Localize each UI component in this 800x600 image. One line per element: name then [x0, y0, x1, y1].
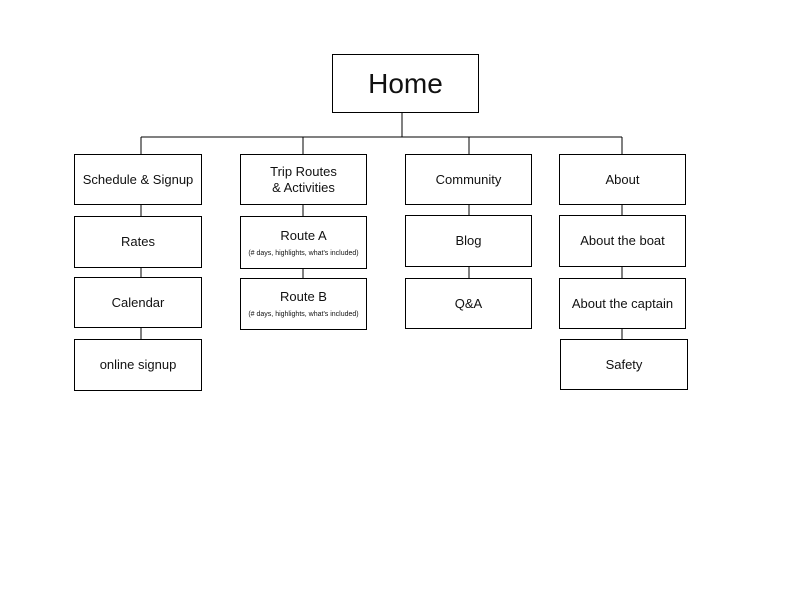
safety-node: Safety — [560, 339, 688, 390]
safety-label: Safety — [605, 356, 643, 372]
rates-label: Rates — [121, 234, 155, 249]
route-a-node: Route A (# days, highlights, what's incl… — [240, 216, 367, 269]
schedule-signup-label: Schedule & Signup — [82, 171, 194, 187]
route-a-label: Route A — [280, 227, 327, 243]
route-b-note: (# days, highlights, what's included) — [248, 311, 359, 318]
home-node: Home — [332, 54, 479, 113]
about-label: About — [605, 171, 640, 187]
qa-node: Q&A — [405, 278, 532, 329]
trip-routes-label: Trip Routes & Activities — [270, 163, 337, 195]
about-boat-node: About the boat — [559, 215, 686, 267]
blog-label: Blog — [455, 233, 482, 248]
qa-label: Q&A — [454, 295, 483, 311]
route-b-label: Route B — [280, 289, 327, 304]
community-node: Community — [405, 154, 532, 205]
home-label: Home — [368, 67, 443, 99]
schedule-signup-node: Schedule & Signup — [74, 154, 202, 205]
calendar-node: Calendar — [74, 277, 202, 328]
about-captain-label: About the captain — [571, 295, 674, 311]
route-b-node: Route B (# days, highlights, what's incl… — [240, 278, 367, 330]
calendar-label: Calendar — [111, 294, 165, 310]
trip-routes-node: Trip Routes & Activities — [240, 154, 367, 205]
online-signup-node: online signup — [74, 339, 202, 391]
about-node: About — [559, 154, 686, 205]
rates-node: Rates — [74, 216, 202, 268]
about-captain-node: About the captain — [559, 278, 686, 329]
online-signup-label: online signup — [99, 357, 177, 372]
about-boat-label: About the boat — [580, 233, 665, 248]
blog-node: Blog — [405, 215, 532, 267]
route-a-note: (# days, highlights, what's included) — [248, 249, 359, 257]
community-label: Community — [435, 171, 502, 187]
